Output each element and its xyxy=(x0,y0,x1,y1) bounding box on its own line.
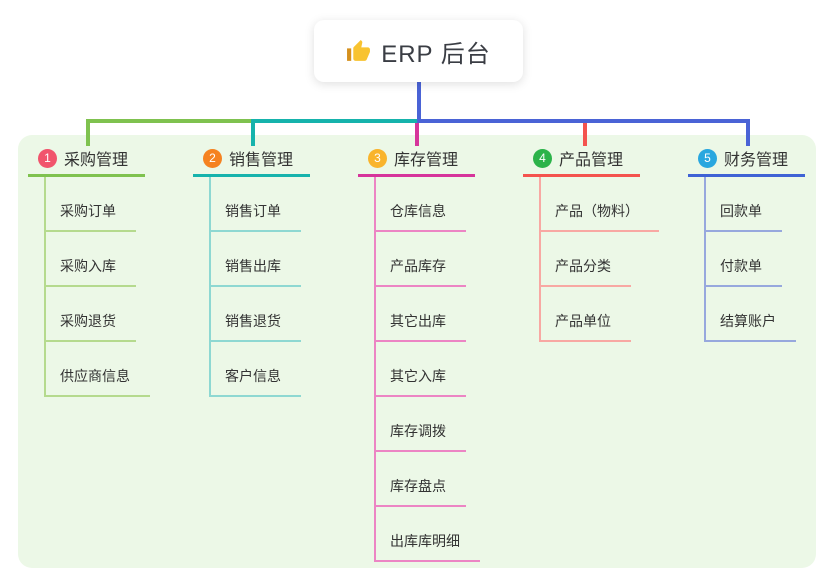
node-label: 出库库明细 xyxy=(390,533,460,549)
node-label: 客户信息 xyxy=(225,368,281,384)
branch-label: 产品管理 xyxy=(559,152,624,169)
connector-bus-sales xyxy=(251,119,417,123)
branch-label: 库存管理 xyxy=(394,152,459,169)
branch-finance-management: 5 财务管理 回款单 付款单 结算账户 xyxy=(688,142,805,342)
node-label: 采购退货 xyxy=(60,313,116,329)
child-node[interactable]: 采购订单 xyxy=(46,177,136,232)
branch-node[interactable]: 4 产品管理 xyxy=(523,142,640,177)
branch-node[interactable]: 2 销售管理 xyxy=(193,142,310,177)
branch-label: 采购管理 xyxy=(64,152,129,169)
connector-bus-purchase xyxy=(86,119,253,123)
child-node[interactable]: 产品库存 xyxy=(376,232,466,287)
node-label: 结算账户 xyxy=(720,313,776,329)
branch-children: 采购订单 采购入库 采购退货 供应商信息 xyxy=(44,177,150,397)
branch-product-management: 4 产品管理 产品（物料） 产品分类 产品单位 xyxy=(523,142,659,342)
branch-badge: 2 xyxy=(203,148,222,168)
branch-children: 产品（物料） 产品分类 产品单位 xyxy=(539,177,659,342)
connector-bus-finance xyxy=(417,119,750,123)
child-node[interactable]: 采购入库 xyxy=(46,232,136,287)
child-node[interactable]: 采购退货 xyxy=(46,287,136,342)
node-label: 仓库信息 xyxy=(390,203,446,219)
node-label: 库存盘点 xyxy=(390,478,446,494)
branch-badge: 3 xyxy=(368,148,387,168)
branch-children: 销售订单 销售出库 销售退货 客户信息 xyxy=(209,177,301,397)
connector-drop-finance xyxy=(746,119,750,146)
branch-sales-management: 2 销售管理 销售订单 销售出库 销售退货 客户信息 xyxy=(193,142,310,397)
branch-badge: 4 xyxy=(533,148,552,168)
child-node[interactable]: 库存调拨 xyxy=(376,397,466,452)
branch-badge: 1 xyxy=(38,148,57,168)
branch-children: 仓库信息 产品库存 其它出库 其它入库 库存调拨 库存盘点 出库库明细 xyxy=(374,177,480,562)
connector-root-drop xyxy=(417,82,421,121)
node-label: 其它入库 xyxy=(390,368,446,384)
root-title: ERP 后台 xyxy=(381,40,491,68)
branch-purchase-management: 1 采购管理 采购订单 采购入库 采购退货 供应商信息 xyxy=(28,142,150,397)
node-label: 采购订单 xyxy=(60,203,116,219)
child-node[interactable]: 回款单 xyxy=(706,177,782,232)
branch-badge: 5 xyxy=(698,148,717,168)
branch-group-panel xyxy=(18,135,816,568)
node-label: 产品（物料） xyxy=(555,203,639,219)
child-node[interactable]: 其它入库 xyxy=(376,342,466,397)
connector-drop-sales xyxy=(251,119,255,146)
branch-children: 回款单 付款单 结算账户 xyxy=(704,177,796,342)
connector-drop-purchase xyxy=(86,119,90,146)
child-node[interactable]: 仓库信息 xyxy=(376,177,466,232)
child-node[interactable]: 库存盘点 xyxy=(376,452,466,507)
node-label: 采购入库 xyxy=(60,258,116,274)
child-node[interactable]: 销售退货 xyxy=(211,287,301,342)
thumbs-up-icon xyxy=(347,39,371,61)
node-label: 其它出库 xyxy=(390,313,446,329)
root-node[interactable]: ERP 后台 xyxy=(314,20,523,82)
child-node[interactable]: 销售订单 xyxy=(211,177,301,232)
node-label: 销售退货 xyxy=(225,313,281,329)
node-label: 回款单 xyxy=(720,203,762,219)
node-label: 付款单 xyxy=(720,258,762,274)
node-label: 销售出库 xyxy=(225,258,281,274)
child-node[interactable]: 结算账户 xyxy=(706,287,796,342)
node-label: 库存调拨 xyxy=(390,423,446,439)
child-node[interactable]: 付款单 xyxy=(706,232,782,287)
node-label: 供应商信息 xyxy=(60,368,130,384)
child-node[interactable]: 产品单位 xyxy=(541,287,631,342)
child-node[interactable]: 销售出库 xyxy=(211,232,301,287)
branch-node[interactable]: 1 采购管理 xyxy=(28,142,145,177)
branch-node[interactable]: 5 财务管理 xyxy=(688,142,805,177)
branch-node[interactable]: 3 库存管理 xyxy=(358,142,475,177)
node-label: 产品库存 xyxy=(390,258,446,274)
node-label: 产品分类 xyxy=(555,258,611,274)
child-node[interactable]: 出库库明细 xyxy=(376,507,480,562)
branch-label: 销售管理 xyxy=(229,152,294,169)
child-node[interactable]: 产品（物料） xyxy=(541,177,659,232)
child-node[interactable]: 其它出库 xyxy=(376,287,466,342)
child-node[interactable]: 产品分类 xyxy=(541,232,631,287)
connector-drop-inventory xyxy=(415,123,419,146)
child-node[interactable]: 客户信息 xyxy=(211,342,301,397)
node-label: 产品单位 xyxy=(555,313,611,329)
connector-drop-product xyxy=(583,123,587,146)
child-node[interactable]: 供应商信息 xyxy=(46,342,150,397)
node-label: 销售订单 xyxy=(225,203,281,219)
branch-inventory-management: 3 库存管理 仓库信息 产品库存 其它出库 其它入库 库存调拨 库存盘点 出库库… xyxy=(358,142,480,562)
branch-label: 财务管理 xyxy=(724,152,789,169)
